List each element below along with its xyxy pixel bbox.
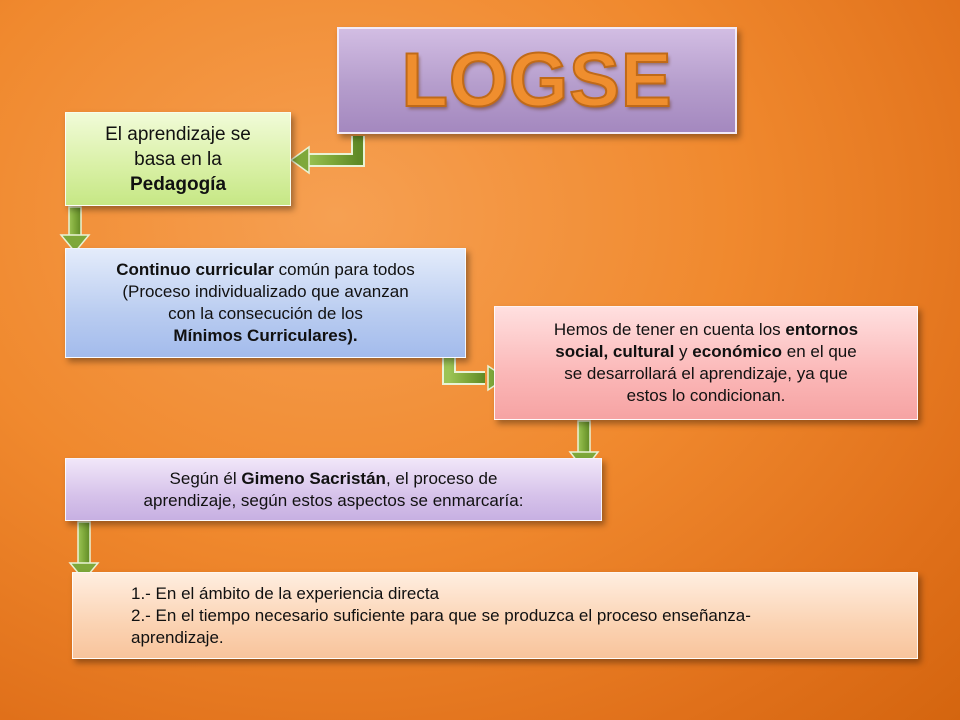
- sacristan-bold: Gimeno Sacristán: [241, 468, 386, 488]
- arrow-green-to-blue: [68, 206, 82, 238]
- aspect-item-2-line-1: 2.- En el tiempo necesario suficiente pa…: [131, 605, 751, 625]
- environment-rest: en el que: [782, 342, 857, 361]
- title-box: LOGSE: [337, 27, 737, 134]
- arrow-pink-to-lavender: [577, 420, 591, 455]
- sacristan-line-2: aprendizaje, según estos aspectos se enm…: [143, 490, 524, 510]
- sacristan-pre: Según él: [169, 468, 242, 488]
- title-text: LOGSE: [400, 37, 673, 123]
- environment-mid: y: [674, 342, 693, 361]
- sacristan-box: Según él Gimeno Sacristán, el proceso de…: [65, 458, 602, 521]
- aspects-box: 1.- En el ámbito de la experiencia direc…: [72, 572, 918, 659]
- environment-bold-1: entornos: [785, 320, 859, 339]
- environment-bold-3: económico: [692, 342, 783, 361]
- curricular-line-3: con la consecución de los: [168, 304, 363, 323]
- curricular-line-4: Mínimos Curriculares).: [173, 326, 358, 345]
- aspect-item-2-line-2: aprendizaje.: [131, 627, 224, 647]
- pedagogy-line-1: El aprendizaje se: [105, 123, 251, 145]
- curricular-rest: común para todos: [273, 260, 415, 279]
- aspect-item-1: 1.- En el ámbito de la experiencia direc…: [131, 583, 440, 603]
- pedagogy-line-2: basa en la: [134, 148, 222, 170]
- arrow-lavender-to-peach: [77, 521, 91, 567]
- environment-bold-2: social, cultural: [555, 342, 675, 361]
- pedagogy-line-3: Pedagogía: [129, 173, 227, 195]
- sacristan-rest: , el proceso de: [385, 468, 498, 488]
- curricular-bold: Continuo curricular: [116, 260, 274, 279]
- pedagogy-box: El aprendizaje se basa en la Pedagogía: [65, 112, 291, 206]
- environment-line-3: se desarrollará el aprendizaje, ya que: [564, 364, 848, 383]
- curricular-line-2: (Proceso individualizado que avanzan: [122, 282, 409, 301]
- curricular-box: Continuo curricular común para todos (Pr…: [65, 248, 466, 358]
- environment-line-4: estos lo condicionan.: [626, 386, 786, 405]
- environment-box: Hemos de tener en cuenta los entornos so…: [494, 306, 918, 420]
- environment-pre: Hemos de tener en cuenta los: [553, 320, 786, 339]
